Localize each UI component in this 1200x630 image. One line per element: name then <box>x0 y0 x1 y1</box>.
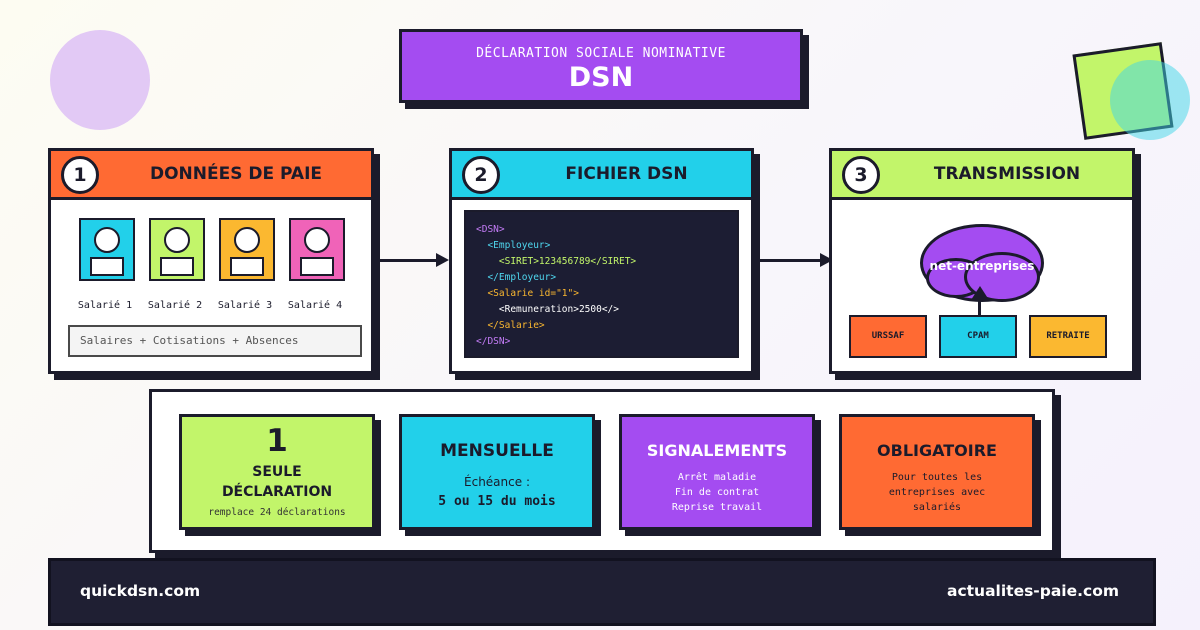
arrow-line <box>760 259 820 262</box>
footer-bar <box>48 558 1156 626</box>
feature-line: entreprises avec <box>888 487 986 498</box>
code-line: <Salarie id="1"> <box>476 288 579 299</box>
panel-header: 3 TRANSMISSION <box>832 151 1132 200</box>
code-line: </DSN> <box>476 336 511 347</box>
feature-title: SIGNALEMENTS <box>646 441 788 460</box>
step-number: 3 <box>842 156 880 194</box>
panel-title: TRANSMISSION <box>933 164 1081 184</box>
employee-label: Salarié 1 <box>77 300 133 311</box>
feature-mandatory: OBLIGATOIRE Pour toutes les entreprises … <box>839 414 1035 530</box>
panel-title: DONNÉES DE PAIE <box>149 164 323 184</box>
arrow-line <box>978 300 981 316</box>
employee-icon <box>289 218 345 281</box>
footer-link-actualites-paie[interactable]: actualites-paie.com <box>946 582 1119 600</box>
code-line: <Employeur> <box>476 240 551 251</box>
feature-reports: SIGNALEMENTS Arrêt maladie Fin de contra… <box>619 414 815 530</box>
code-line: </Salarie> <box>476 320 545 331</box>
feature-line: salariés <box>912 502 962 513</box>
code-line: <DSN> <box>476 224 505 235</box>
org-box-cpam: CPAM <box>939 315 1017 358</box>
feature-line: Pour toutes les <box>891 472 983 483</box>
employee-icon <box>149 218 205 281</box>
employee-label: Salarié 3 <box>217 300 273 311</box>
decorative-teal-circle <box>1110 60 1190 140</box>
feature-text: Échéance : <box>464 475 530 489</box>
panel-header: 1 DONNÉES DE PAIE <box>51 151 371 200</box>
footer-link-quickdsn[interactable]: quickdsn.com <box>80 582 201 600</box>
employee-icon <box>219 218 275 281</box>
feature-line: Fin de contrat <box>674 487 760 498</box>
feature-line: Arrêt maladie <box>677 472 757 483</box>
cloud-bubble <box>964 252 1040 302</box>
feature-title-line: SEULE <box>252 464 302 480</box>
arrow-line <box>380 259 436 262</box>
code-line: </Employeur> <box>476 272 557 283</box>
title-banner: DÉCLARATION SOCIALE NOMINATIVE DSN <box>399 29 803 103</box>
hub-label: net-entreprises <box>929 259 1035 273</box>
employee-label: Salarié 4 <box>287 300 343 311</box>
xml-code-block: <DSN> <Employeur> <SIRET>123456789</SIRE… <box>464 210 739 358</box>
decorative-circle <box>50 30 150 130</box>
page-subtitle: DÉCLARATION SOCIALE NOMINATIVE <box>476 46 726 61</box>
feature-line: Reprise travail <box>671 502 763 513</box>
feature-title: OBLIGATOIRE <box>877 441 997 460</box>
payroll-summary: Salaires + Cotisations + Absences <box>68 325 362 357</box>
feature-title: MENSUELLE <box>440 441 554 461</box>
feature-single-declaration: 1 SEULE DÉCLARATION remplace 24 déclarat… <box>179 414 375 530</box>
arrow-right-icon <box>436 253 449 267</box>
org-box-urssaf: URSSAF <box>849 315 927 358</box>
feature-number: 1 <box>266 423 288 459</box>
panel-title: FICHIER DSN <box>565 164 688 184</box>
code-line: <SIRET>123456789</SIRET> <box>476 256 637 267</box>
employee-label: Salarié 2 <box>147 300 203 311</box>
code-line: <Remuneration>2500</> <box>476 304 619 315</box>
panel-header: 2 FICHIER DSN <box>452 151 751 200</box>
arrow-up-icon <box>971 286 989 300</box>
step-number: 1 <box>61 156 99 194</box>
feature-note: remplace 24 déclarations <box>208 507 346 518</box>
feature-title-line: DÉCLARATION <box>221 484 333 500</box>
org-box-retraite: RETRAITE <box>1029 315 1107 358</box>
page-title: DSN <box>568 62 634 93</box>
employee-icon <box>79 218 135 281</box>
feature-highlight: 5 ou 15 du mois <box>438 494 556 509</box>
step-number: 2 <box>462 156 500 194</box>
feature-monthly: MENSUELLE Échéance : 5 ou 15 du mois <box>399 414 595 530</box>
